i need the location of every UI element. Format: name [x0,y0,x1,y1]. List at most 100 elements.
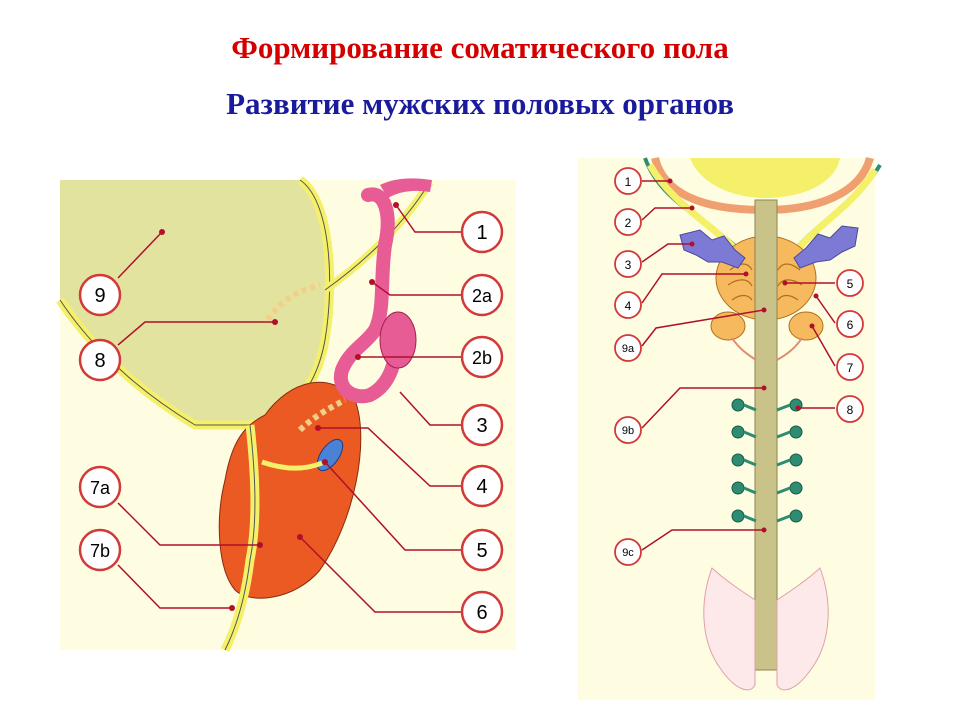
label-ring [460,403,504,447]
right-label-1: 1 [614,167,642,195]
gland [789,453,803,467]
leader-dot-4 [315,425,321,431]
leader-dot-7b [229,605,235,611]
leader-dot-7a [257,542,263,548]
left-label-8: 8 [78,338,122,382]
label-text: 7 [847,361,854,375]
label-text: 1 [625,175,632,189]
label-ring [614,167,642,195]
gland-duct [776,486,791,495]
gland [789,425,803,439]
left-label-1: 1 [460,210,504,254]
gland-duct [743,458,757,467]
leader-line-2a [371,281,462,296]
bulbourethral-gland-right [788,311,824,341]
gland [731,481,745,495]
label-ring [78,273,122,317]
label-ring [460,273,504,317]
urethra [754,199,778,671]
bladder-fill [690,158,840,198]
leader-dot-9b [761,385,767,391]
leader-line-9c [641,529,764,551]
leader-line-9a [641,309,765,347]
leader-line-5 [324,461,462,551]
leader-dot-2 [689,205,695,211]
left-label-2a: 2a [460,273,504,317]
label-text: 9b [622,425,634,437]
bulbourethral-gland-left [710,311,746,341]
leader-dot-5 [322,459,328,465]
left-leader-lines [117,204,465,613]
leader-dot-6 [813,293,819,299]
label-text: 2b [472,348,492,368]
label-ring [836,395,864,423]
right-label-7: 7 [836,353,864,381]
label-text: 4 [625,299,632,313]
leader-line-7 [811,325,836,367]
label-ring [836,353,864,381]
gland-duct [743,486,757,495]
gland [731,425,745,439]
right-label-5: 5 [836,269,864,297]
label-ring [836,269,864,297]
label-ring [460,335,504,379]
leader-dot-9 [159,229,165,235]
leader-dot-4 [743,271,749,277]
lobule [777,294,799,301]
gland-duct [776,458,791,467]
left-label-9: 9 [78,273,122,317]
label-text: 4 [476,476,487,498]
label-text: 8 [847,403,854,417]
label-text: 7a [90,478,111,498]
label-text: 3 [625,258,632,272]
glans-right [776,567,829,691]
left-label-7b: 7b [78,528,122,572]
right-label-8: 8 [836,395,864,423]
ureter-dashed [265,282,321,322]
leader-line-1 [395,204,465,233]
left-label-2b: 2b [460,335,504,379]
leader-dot-2a [369,279,375,285]
gland [731,398,745,412]
right-label-9c: 9c [614,538,642,566]
vas-ampulla [380,178,432,198]
glans-left [703,567,756,691]
label-text: 5 [476,540,487,562]
leader-line-3 [399,391,462,426]
gland-duct [776,430,791,439]
right-label-3: 3 [614,250,642,278]
left-leader-dots [159,202,399,611]
right-label-9b: 9b [614,416,642,444]
leader-dot-3 [689,241,695,247]
label-text: 7b [90,541,110,561]
bladder-lumen [60,180,330,425]
gland [789,481,803,495]
leader-line-4 [641,273,746,304]
right-leader-dots [667,178,819,533]
leader-dot-6 [297,534,303,540]
left-label-circles: 1 2a 2b 3 4 5 [78,210,504,634]
right-label-6: 6 [836,310,864,338]
label-text: 9c [622,547,634,559]
leader-dot-2b [355,354,361,360]
gland-duct [743,514,757,523]
gland [731,509,745,523]
lobule [777,263,801,271]
seminal-vesicle-right [793,225,859,269]
leader-line-6 [299,536,462,613]
label-text: 5 [847,277,854,291]
left-label-4: 4 [460,464,504,508]
right-diagram: 1 2 3 4 9a 9b [578,156,882,700]
leader-dot-8 [272,319,278,325]
label-text: 8 [94,350,105,372]
gland [731,453,745,467]
label-ring [460,210,504,254]
seminal-vesicle-tube [333,187,403,404]
leader-dot-8 [795,405,801,411]
label-text: 6 [847,318,854,332]
urethral-gland-ducts [743,403,791,523]
lobule [731,294,753,301]
label-text: 1 [476,222,487,244]
leader-dot-1 [393,202,399,208]
leader-dot-1 [667,178,673,184]
